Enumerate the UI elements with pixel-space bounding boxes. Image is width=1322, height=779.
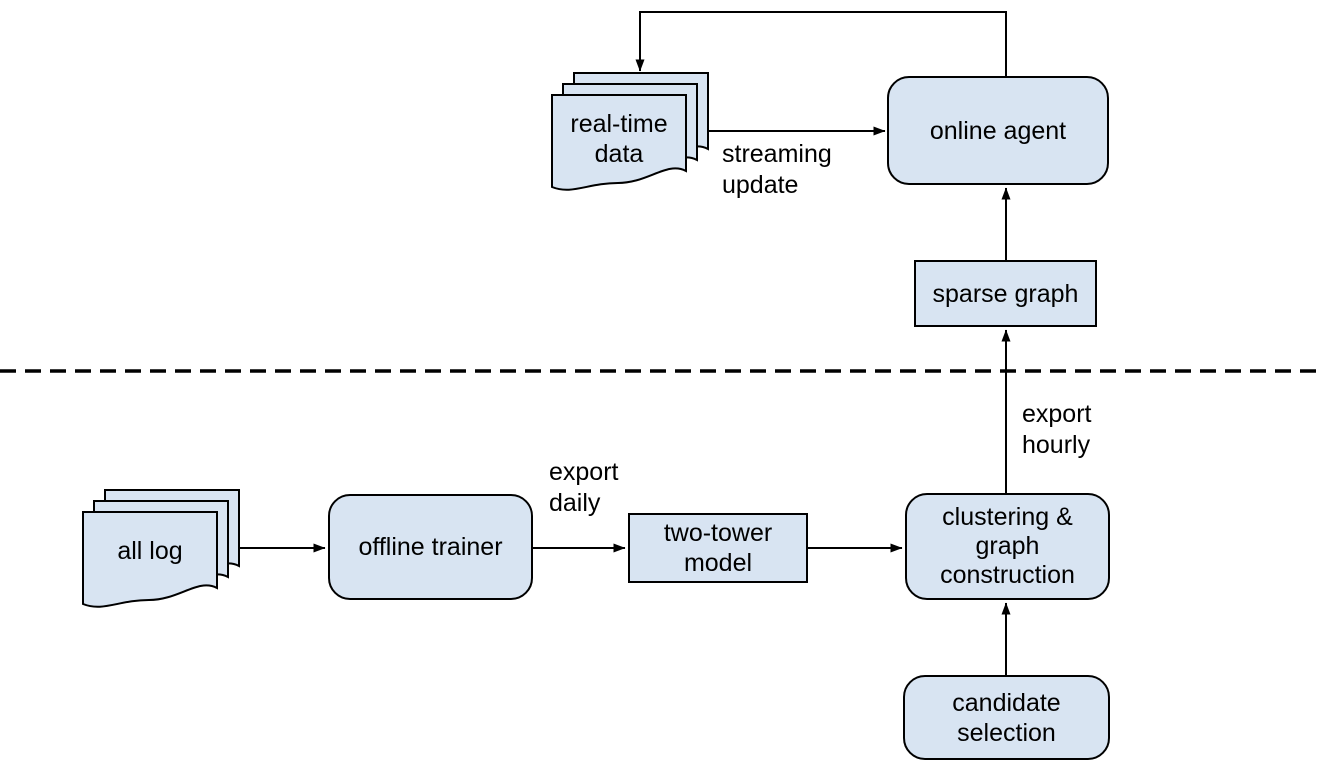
node-candidate-selection: candidate selection: [903, 675, 1110, 760]
all-log-sheet-front: [82, 511, 218, 608]
edge-label-export-hourly: export hourly: [1022, 400, 1092, 459]
node-two-tower-model: two-tower model: [628, 513, 808, 583]
node-offline-trainer: offline trainer: [328, 494, 533, 600]
all-log-document-stack-icon: [82, 489, 240, 608]
node-online-agent: online agent: [887, 76, 1109, 185]
realtime-data-sheet-front: [551, 94, 687, 191]
edge-label-export-daily: export daily: [549, 458, 619, 517]
node-clustering-graph-construction: clustering & graph construction: [905, 493, 1110, 600]
node-sparse-graph: sparse graph: [914, 260, 1097, 327]
edge-online-agent-to-realtime-data: [635, 11, 1007, 76]
realtime-data-document-stack-icon: [551, 72, 709, 191]
edge-label-streaming-update: streaming update: [722, 140, 832, 199]
